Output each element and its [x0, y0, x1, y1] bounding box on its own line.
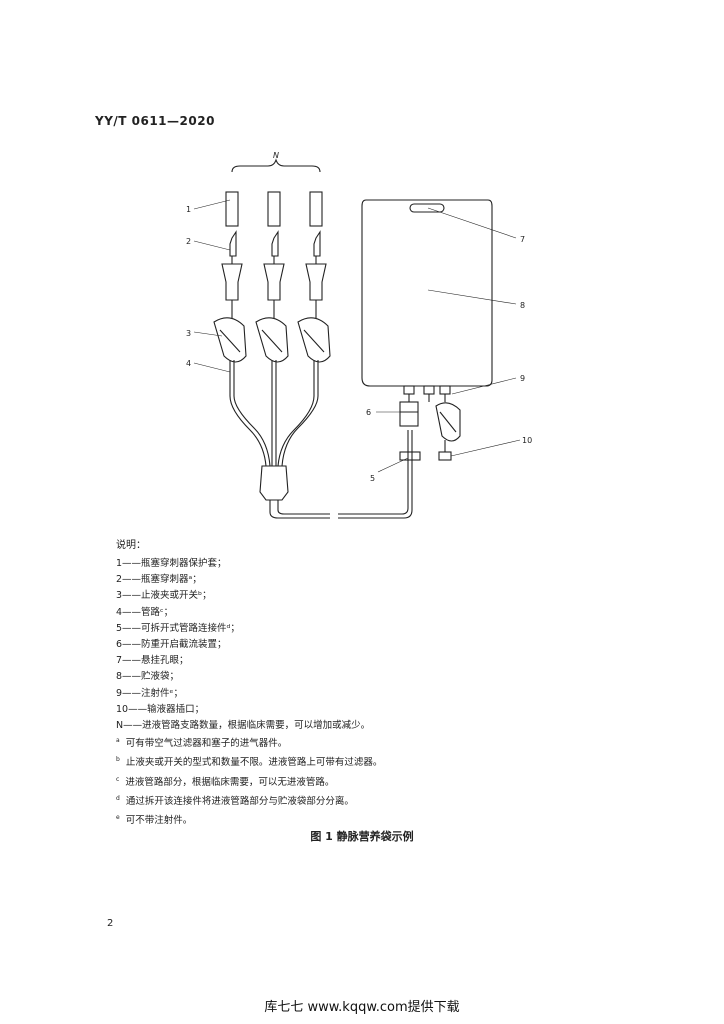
- document-code: YY/T 0611—2020: [95, 114, 215, 128]
- legend-text: ——注射件ᵉ；: [122, 687, 184, 699]
- infusion-set-port: [438, 451, 452, 461]
- injection-clamp: [435, 402, 461, 442]
- footnote-text: 可有带空气过滤器和塞子的进气器件。: [125, 738, 288, 750]
- footnote: c 进液管路部分，根据临床需要，可以无进液管路。: [116, 772, 382, 791]
- legend-item: 2——瓶塞穿刺器ᵃ；: [116, 572, 370, 588]
- footnote: e 可不带注射件。: [116, 810, 382, 829]
- clamp-2: [255, 317, 289, 363]
- clamp-1: [213, 317, 247, 363]
- callout-2: 2: [186, 237, 191, 246]
- legend-number: 3: [116, 590, 123, 602]
- footnotes-list: a 可有带空气过滤器和塞子的进气器件。 b 止液夹或开关的型式和数量不限。进液管路上…: [116, 733, 382, 830]
- footnote-text: 可不带注射件。: [125, 815, 193, 827]
- callout-9: 9: [520, 374, 525, 383]
- legend-item: 10——输液器插口；: [116, 702, 370, 718]
- footnote-text: 通过拆开该连接件将进液管路部分与贮液袋部分分离。: [125, 796, 354, 808]
- legend-text: ——瓶塞穿刺器保护套；: [122, 558, 227, 569]
- legend-text: ——防重开启截流装置；: [122, 639, 227, 651]
- legend-item: 1——瓶塞穿刺器保护套；: [116, 556, 370, 572]
- callout-10: 10: [522, 436, 532, 445]
- bag-port-2: [423, 385, 435, 395]
- footnote-mark: c: [116, 775, 120, 783]
- footnote: d 通过拆开该连接件将进液管路部分与贮液袋部分分离。: [116, 791, 382, 810]
- footnote-text: 进液管路部分，根据临床需要，可以无进液管路。: [125, 776, 335, 788]
- separable-connector: [399, 451, 421, 461]
- footnote: b 止液夹或开关的型式和数量不限。进液管路上可带有过滤器。: [116, 752, 382, 771]
- legend-item: 5——可拆开式管路连接件ᵈ；: [116, 621, 370, 637]
- legend-item: 6——防重开启截流装置；: [116, 637, 370, 653]
- legend-text: ——进液管路支路数量，根据临床需要，可以增加或减少。: [123, 720, 371, 732]
- hanging-eyelet: [409, 203, 445, 213]
- page-number: 2: [107, 918, 114, 929]
- brace-label: N: [273, 151, 279, 160]
- callout-7: 7: [520, 235, 525, 244]
- legend-text: ——止液夹或开关ᵇ；: [122, 590, 212, 602]
- main-tube: [269, 430, 413, 519]
- legend-number: 4: [116, 606, 123, 618]
- footnote-mark: e: [116, 814, 120, 822]
- y-connector: [259, 465, 289, 501]
- spike-cap-3: [309, 191, 323, 227]
- spike-cap-2: [267, 191, 281, 227]
- footnote-mark: a: [116, 737, 120, 744]
- legend-heading: 说明：: [116, 540, 146, 551]
- legend-number: N: [116, 720, 124, 732]
- legend-item: 3——止液夹或开关ᵇ；: [116, 588, 370, 604]
- legend-item: 7——悬挂孔眼；: [116, 653, 370, 669]
- spike-1: [229, 230, 237, 257]
- branch-tube-3: [277, 360, 319, 467]
- bag-port-3: [439, 385, 451, 395]
- legend-text: ——贮液袋；: [122, 671, 180, 683]
- legend-number: 9: [116, 687, 123, 699]
- legend-number: 5: [116, 622, 123, 634]
- legend-text: ——输液器插口；: [128, 703, 205, 715]
- legend-number: 1: [116, 558, 123, 569]
- spike-hub-3: [305, 263, 327, 301]
- legend-number: 2: [116, 574, 123, 586]
- legend-item: 9——注射件ᵉ；: [116, 686, 370, 702]
- footnote-mark: b: [116, 756, 120, 764]
- callout-4: 4: [186, 359, 191, 368]
- branch-brace: [231, 158, 321, 173]
- spike-hub-1: [221, 263, 243, 301]
- footnote-mark: d: [116, 795, 120, 803]
- bag-port-1: [403, 385, 415, 395]
- footnote: a 可有带空气过滤器和塞子的进气器件。: [116, 733, 382, 752]
- callout-6: 6: [366, 408, 371, 417]
- legend-item: 4——管路ᶜ；: [116, 605, 370, 621]
- branch-tube-2: [271, 360, 277, 466]
- branch-tube-1: [229, 360, 271, 467]
- legend-number: 6: [116, 639, 123, 651]
- legend-text: ——悬挂孔眼；: [122, 655, 189, 667]
- legend-number: 8: [116, 671, 123, 683]
- legend-item: N——进液管路支路数量，根据临床需要，可以增加或减少。: [116, 718, 370, 734]
- callout-3: 3: [186, 329, 191, 338]
- callout-5: 5: [370, 474, 375, 483]
- download-footer: 库七七 www.kqqw.com提供下载: [264, 1000, 460, 1015]
- callout-1: 1: [186, 205, 191, 214]
- callout-8: 8: [520, 301, 525, 310]
- legend-text: ——可拆开式管路连接件ᵈ；: [122, 622, 240, 634]
- figure-caption: 图 1 静脉营养袋示例: [310, 830, 414, 843]
- clamp-3: [297, 317, 331, 363]
- spike-2: [271, 230, 279, 257]
- legend-list: 1——瓶塞穿刺器保护套； 2——瓶塞穿刺器ᵃ； 3——止液夹或开关ᵇ； 4——管…: [116, 556, 370, 734]
- anti-reopen-device: [399, 401, 419, 427]
- spike-hub-2: [263, 263, 285, 301]
- legend-text: ——管路ᶜ；: [122, 606, 174, 618]
- spike-cap-1: [225, 191, 239, 227]
- spike-3: [313, 230, 321, 257]
- legend-text: ——瓶塞穿刺器ᵃ；: [122, 574, 202, 586]
- nutrition-bag-diagram: N 1 2 3 4 5 6 7 8 9 10: [186, 151, 532, 519]
- footnote-text: 止液夹或开关的型式和数量不限。进液管路上可带有过滤器。: [125, 757, 383, 769]
- legend-number: 10: [116, 703, 129, 715]
- legend-number: 7: [116, 655, 123, 667]
- legend-item: 8——贮液袋；: [116, 669, 370, 685]
- storage-bag: [361, 199, 493, 387]
